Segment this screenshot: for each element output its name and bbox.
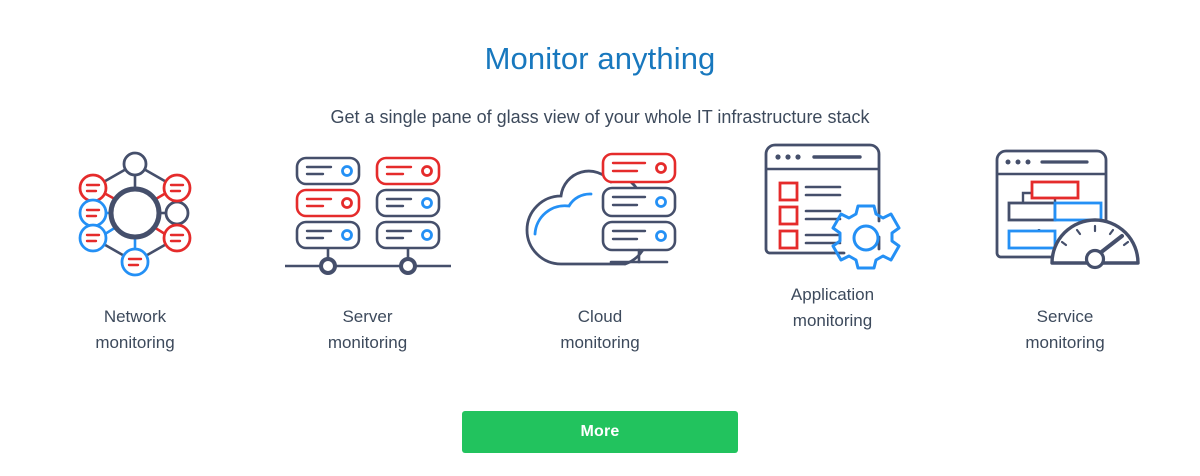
card-label-cloud: Cloud monitoring xyxy=(560,304,639,356)
card-server-monitoring[interactable]: Server monitoring xyxy=(257,138,479,356)
card-label-line2: monitoring xyxy=(560,333,640,352)
card-label-line1: Server xyxy=(342,307,393,326)
card-label-line2: monitoring xyxy=(95,333,175,352)
monitoring-card-list: Network monitoring xyxy=(24,138,1176,356)
network-topology-icon xyxy=(60,138,210,288)
card-label-line2: monitoring xyxy=(327,333,408,352)
card-label-server: Server monitoring xyxy=(328,304,407,356)
card-label-line2: monitoring xyxy=(1025,333,1105,352)
card-label-line2: monitoring xyxy=(792,311,873,330)
card-label-service: Service monitoring xyxy=(1025,304,1104,356)
cta-row: More xyxy=(0,411,1200,453)
card-network-monitoring[interactable]: Network monitoring xyxy=(24,138,246,356)
card-application-monitoring[interactable]: Application monitoring xyxy=(722,138,944,334)
page-subtitle: Get a single pane of glass view of your … xyxy=(330,107,870,127)
page-title: Monitor anything xyxy=(484,40,716,76)
server-rack-icon xyxy=(283,138,453,288)
card-label-line1: Network xyxy=(103,307,167,326)
card-label-network: Network monitoring xyxy=(95,304,174,356)
card-service-monitoring[interactable]: Service monitoring xyxy=(954,138,1176,356)
card-label-application: Application monitoring xyxy=(791,282,874,334)
service-gauge-icon xyxy=(979,138,1151,288)
more-button[interactable]: More xyxy=(462,411,738,453)
card-label-line1: Cloud xyxy=(577,307,623,326)
card-label-line1: Application xyxy=(790,285,875,304)
card-cloud-monitoring[interactable]: Cloud monitoring xyxy=(489,138,711,356)
cloud-server-icon xyxy=(513,138,688,288)
card-label-line1: Service xyxy=(1036,307,1094,326)
application-window-gear-icon xyxy=(748,138,918,276)
